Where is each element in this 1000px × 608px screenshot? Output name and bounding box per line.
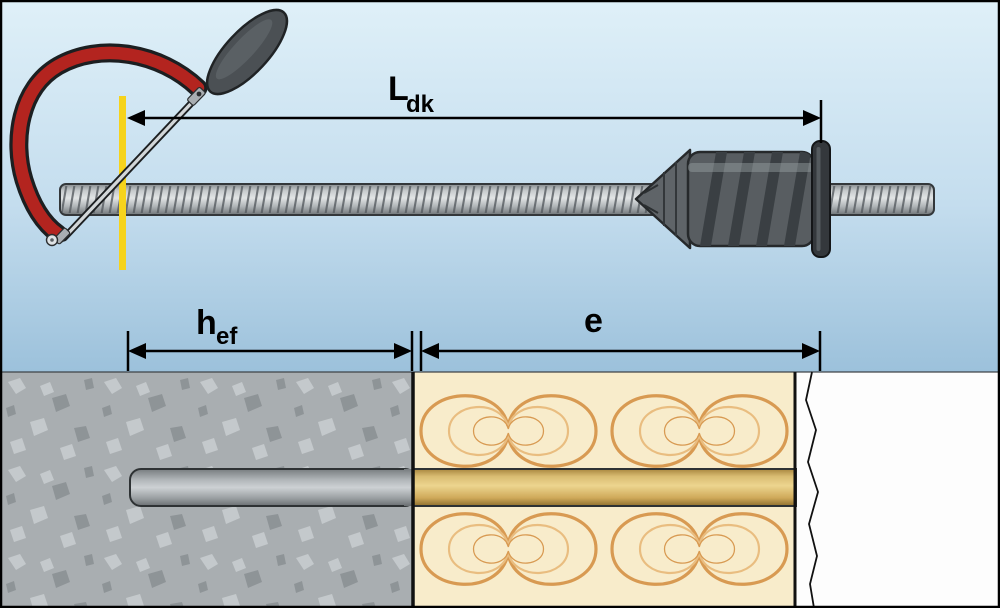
blade-top-fitting [187,86,206,106]
anchor-sleeve [634,140,831,258]
dimension-hef [126,331,414,371]
cut-mark-line [119,96,126,270]
ldk-arrow-right [803,110,821,126]
ldk-label-sub: dk [406,91,435,118]
dimension-ldk [127,100,823,143]
rod-concrete-section [129,468,417,507]
e-arrow-left [421,343,439,359]
ldk-label-main: L [388,70,409,108]
hef-arrow-left [128,343,146,359]
dimension-e [419,331,822,371]
rod-insulation-section [412,468,797,507]
render-crack-line [805,371,819,608]
render-layer [795,372,1000,608]
layer-boundaries [0,371,1000,608]
e-arrow-right [802,343,820,359]
hef-arrow-right [394,343,412,359]
e-label: e [584,302,603,340]
hef-label-sub: ef [216,323,238,350]
blade-wing-nut [45,227,71,247]
ldk-arrow-left [127,110,145,126]
anchor-helical-ribs [688,152,814,246]
anchor-washer [811,140,831,258]
embedded-rod [129,468,797,507]
hef-label-main: h [196,304,217,342]
